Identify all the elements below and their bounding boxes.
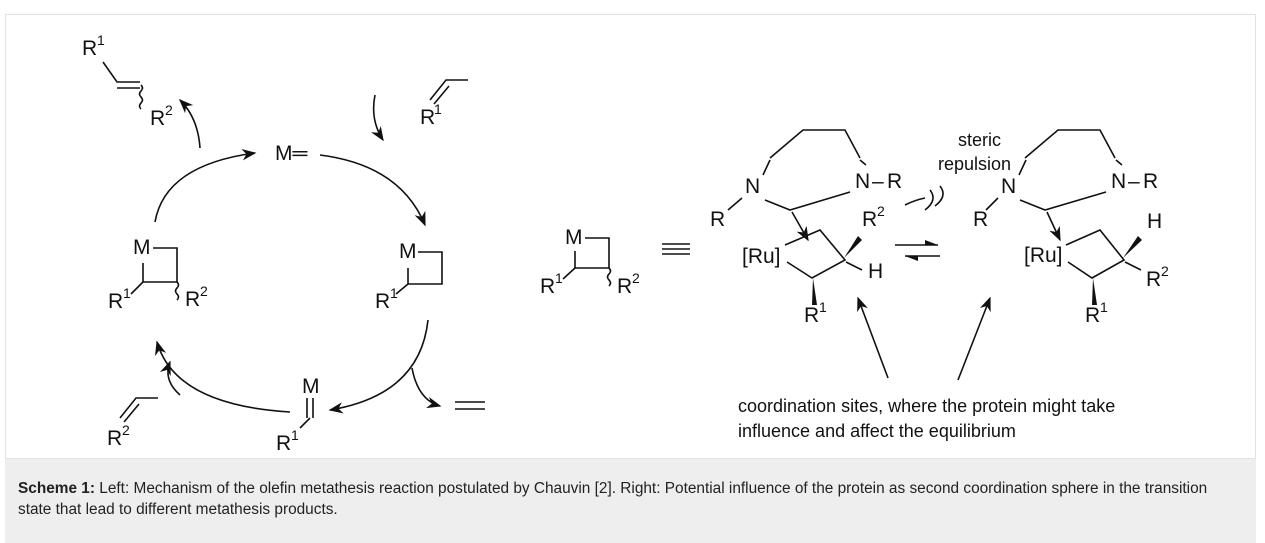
svg-text:R: R xyxy=(420,106,435,129)
ru-complex-1: N N – R R [Ru] R 2 H R 1 xyxy=(710,129,944,327)
svg-text:2: 2 xyxy=(165,102,173,118)
svg-text:1: 1 xyxy=(434,101,442,117)
metallacycle-left: M R 1 R 2 xyxy=(108,236,208,313)
svg-text:R: R xyxy=(804,304,819,327)
svg-text:R: R xyxy=(1143,170,1158,193)
cycle-arrow-top-right xyxy=(319,154,426,227)
product-olefin-top-left: R 1 R 2 xyxy=(82,32,173,130)
svg-text:2: 2 xyxy=(200,283,208,299)
arrow-olefin-in-r2 xyxy=(159,360,181,396)
svg-text:R: R xyxy=(150,107,165,130)
svg-text:2: 2 xyxy=(632,270,640,286)
svg-text:–: – xyxy=(1128,170,1140,193)
identity-symbol xyxy=(662,243,690,255)
svg-text:M: M xyxy=(399,240,417,263)
svg-text:R: R xyxy=(617,275,632,298)
coordination-note-line2: influence and affect the equilibrium xyxy=(738,421,1016,441)
svg-text:R: R xyxy=(862,208,877,231)
svg-text:M: M xyxy=(565,226,583,249)
arrow-ethylene-out xyxy=(411,367,442,409)
arrow-olefin-in-r1 xyxy=(371,94,384,142)
svg-text:2: 2 xyxy=(877,203,885,219)
equilibrium-arrows xyxy=(895,240,940,261)
pointer-arrow-right xyxy=(957,296,991,381)
olefin-r2-bottom: R 2 xyxy=(107,397,158,450)
ru-complex-2: N N – R R [Ru] H R 2 R 1 xyxy=(973,129,1169,327)
coordination-note-line1: coordination sites, where the protein mi… xyxy=(738,396,1115,416)
svg-text:M: M xyxy=(133,236,151,259)
svg-text:1: 1 xyxy=(1100,299,1108,315)
svg-text:N: N xyxy=(855,170,870,193)
svg-text:R: R xyxy=(185,288,200,311)
scheme-caption: Scheme 1: Left: Mechanism of the olefin … xyxy=(5,459,1256,543)
svg-text:2: 2 xyxy=(1161,263,1169,279)
svg-text:–: – xyxy=(872,170,884,193)
svg-text:N: N xyxy=(745,175,760,198)
steric-label-line1: steric xyxy=(958,130,1001,150)
cycle-arrow-bottom-left xyxy=(155,340,291,413)
svg-text:M: M xyxy=(302,375,320,398)
svg-text:1: 1 xyxy=(291,427,299,443)
svg-text:[Ru]: [Ru] xyxy=(742,245,781,268)
metallacycle-generic: M R 1 R 2 xyxy=(540,226,640,298)
svg-text:1: 1 xyxy=(97,32,105,48)
svg-text:R: R xyxy=(1146,268,1161,291)
olefin-r1-top: R 1 xyxy=(420,79,468,129)
metallacycle-right: M R 1 xyxy=(375,240,443,313)
svg-text:H: H xyxy=(868,260,883,283)
svg-text:R: R xyxy=(276,432,291,455)
cycle-arrow-bottom-right xyxy=(328,319,429,414)
svg-text:R: R xyxy=(375,290,390,313)
svg-text:1: 1 xyxy=(555,270,563,286)
svg-text:1: 1 xyxy=(390,285,398,301)
arrow-product-out xyxy=(178,98,201,149)
svg-text:R: R xyxy=(82,37,97,60)
svg-text:R: R xyxy=(108,290,123,313)
svg-text:R: R xyxy=(973,208,988,231)
svg-text:R: R xyxy=(710,208,725,231)
svg-text:[Ru]: [Ru] xyxy=(1024,244,1063,267)
reaction-scheme: M═ R 1 R 1 R 2 xyxy=(82,32,1169,455)
svg-text:R: R xyxy=(107,427,122,450)
caption-label: Scheme 1: xyxy=(18,480,95,497)
svg-text:R: R xyxy=(540,275,555,298)
svg-text:H: H xyxy=(1147,210,1162,233)
steric-clash-mark xyxy=(924,185,944,211)
caption-text: Left: Mechanism of the olefin metathesis… xyxy=(18,480,1208,518)
svg-text:R: R xyxy=(887,170,902,193)
carbene-r1-bottom: M R 1 xyxy=(276,375,320,455)
svg-text:2: 2 xyxy=(122,422,130,438)
svg-text:N: N xyxy=(1111,170,1126,193)
ethylene xyxy=(455,401,485,410)
catalytic-cycle: M═ R 1 R 1 R 2 xyxy=(82,32,485,455)
svg-text:1: 1 xyxy=(123,285,131,301)
cycle-arrow-top-left xyxy=(154,149,257,223)
svg-text:R: R xyxy=(1085,304,1100,327)
figure-frame xyxy=(5,14,1256,459)
steric-label-line2: repulsion xyxy=(938,154,1011,174)
carbene-label: M═ xyxy=(275,142,307,165)
svg-text:1: 1 xyxy=(819,299,827,315)
svg-text:N: N xyxy=(1001,175,1016,198)
pointer-arrow-left xyxy=(857,296,889,379)
